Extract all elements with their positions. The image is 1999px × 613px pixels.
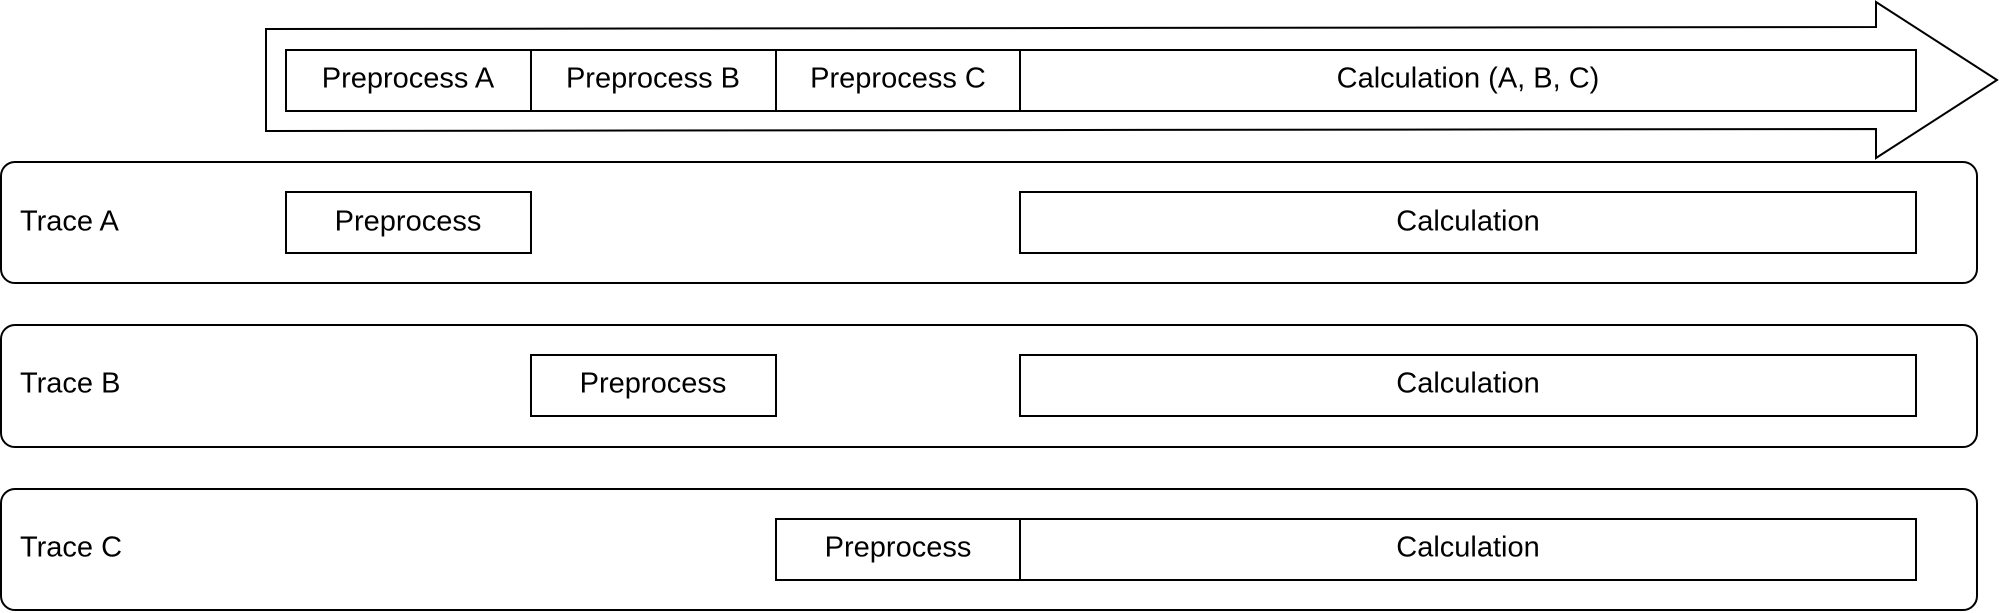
preprocess-box [285, 191, 532, 254]
calculation-box [1019, 518, 1917, 581]
trace-label: Trace B [20, 368, 120, 400]
trace-label: Trace A [20, 206, 120, 238]
timeline-stage-box [530, 49, 777, 112]
preprocess-label: Preprocess [580, 368, 727, 400]
calculation-box [1019, 354, 1917, 417]
calculation-label: Calculation [1396, 368, 1539, 400]
calculation-box [1019, 191, 1917, 254]
preprocess-label: Preprocess [825, 532, 972, 564]
calculation-label: Calculation [1396, 206, 1539, 238]
preprocess-box [775, 518, 1021, 581]
trace-lane-b: Trace B Preprocess Calculation [0, 324, 1978, 448]
timeline-stage-label: Preprocess A [322, 63, 495, 95]
trace-lane-c: Trace C Preprocess Calculation [0, 488, 1978, 611]
timeline-stage-label: Calculation (A, B, C) [1337, 63, 1600, 95]
preprocess-label: Preprocess [335, 206, 482, 238]
trace-lane-a: Trace A Preprocess Calculation [0, 161, 1978, 284]
trace-label: Trace C [20, 532, 122, 564]
preprocess-box [530, 354, 777, 417]
calculation-label: Calculation [1396, 532, 1539, 564]
timeline-stage-box [775, 49, 1021, 112]
timeline-arrow: Preprocess A Preprocess B Preprocess C C… [265, 0, 1999, 160]
timeline-stage-label: Preprocess C [810, 63, 986, 95]
timeline-stage-label: Preprocess B [566, 63, 740, 95]
timeline-stage-box [1019, 49, 1917, 112]
